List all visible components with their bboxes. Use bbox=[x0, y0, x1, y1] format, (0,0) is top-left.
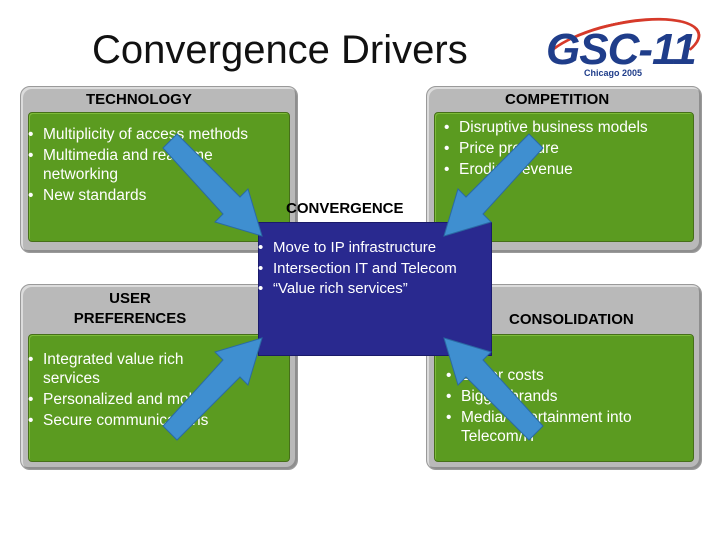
list-item: Multiplicity of access methods bbox=[25, 125, 275, 144]
list-item: New standards bbox=[25, 186, 275, 205]
logo-subtitle: Chicago 2005 bbox=[584, 68, 643, 78]
list-item: “Value rich services” bbox=[255, 279, 505, 299]
list-item: Intersection IT and Telecom bbox=[255, 259, 505, 279]
logo-text: GSC-11 bbox=[546, 25, 697, 74]
consolidation-header: CONSOLIDATION bbox=[509, 311, 634, 328]
user-preferences-header: USER PREFERENCES bbox=[58, 289, 202, 329]
arrow-technology bbox=[162, 133, 263, 237]
arrow-user-preferences bbox=[162, 337, 263, 441]
page-title: Convergence Drivers bbox=[92, 28, 468, 72]
convergence-header: CONVERGENCE bbox=[286, 200, 404, 217]
competition-header: COMPETITION bbox=[505, 91, 610, 108]
list-item: Move to IP infrastructure bbox=[255, 238, 505, 258]
list-item: Personalized and mobile bbox=[25, 390, 275, 409]
list-item: Integrated value rich services bbox=[25, 350, 203, 388]
gsc-11-logo: GSC-11 Chicago 2005 bbox=[535, 5, 707, 95]
technology-header: TECHNOLOGY bbox=[86, 91, 192, 108]
arrow-consolidation bbox=[443, 337, 544, 441]
convergence-list: Move to IP infrastructure Intersection I… bbox=[255, 238, 505, 301]
list-item: Disruptive business models bbox=[441, 118, 651, 137]
arrow-competition bbox=[443, 133, 544, 237]
user-preferences-header-text: USER PREFERENCES bbox=[73, 290, 187, 327]
technology-list: Multiplicity of access methods Multimedi… bbox=[25, 125, 275, 207]
